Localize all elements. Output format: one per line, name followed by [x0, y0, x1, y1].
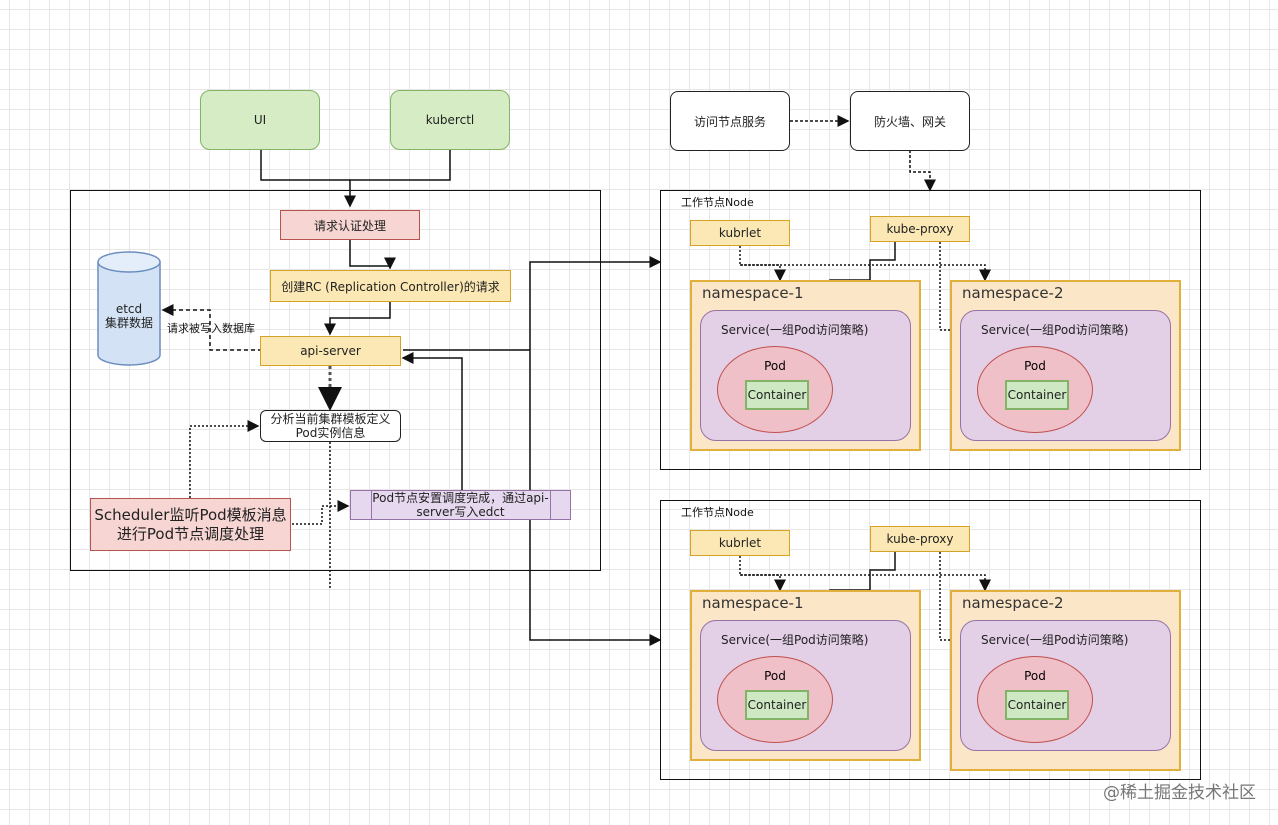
namespace-title: namespace-2 — [962, 284, 1064, 302]
master-frame — [70, 190, 601, 571]
worker-node-1: 工作节点Node — [660, 190, 1201, 470]
kube-proxy-label: kube-proxy — [886, 222, 954, 236]
container-label: Container — [747, 698, 807, 712]
namespace-title: namespace-1 — [702, 284, 804, 302]
container-box[interactable]: Container — [1005, 380, 1069, 410]
container-box[interactable]: Container — [745, 380, 809, 410]
kubelet-box[interactable]: kubrlet — [690, 220, 790, 246]
process-bar-left — [371, 491, 372, 519]
scheduler-box[interactable]: Scheduler监听Pod模板消息 进行Pod节点调度处理 — [90, 498, 291, 551]
kubectl-box[interactable]: kuberctl — [390, 90, 510, 150]
auth-label: 请求认证处理 — [313, 218, 386, 233]
container-label: Container — [747, 388, 807, 402]
firewall-box[interactable]: 防火墙、网关 — [850, 91, 970, 151]
service-title: Service(一组Pod访问策略) — [981, 323, 1129, 337]
pod-title: Pod — [764, 359, 786, 373]
api-server-box[interactable]: api-server — [260, 336, 401, 366]
kubelet-box[interactable]: kubrlet — [690, 530, 790, 556]
service-title: Service(一组Pod访问策略) — [721, 323, 869, 337]
kube-proxy-box[interactable]: kube-proxy — [870, 216, 970, 242]
kubelet-label: kubrlet — [718, 536, 762, 550]
auth-box[interactable]: 请求认证处理 — [280, 210, 420, 240]
access-service-box[interactable]: 访问节点服务 — [670, 91, 790, 151]
create-rc-box[interactable]: 创建RC (Replication Controller)的请求 — [270, 270, 511, 302]
container-box[interactable]: Container — [1005, 690, 1069, 720]
scheduler-label: Scheduler监听Pod模板消息 进行Pod节点调度处理 — [94, 505, 287, 543]
node-title: 工作节点Node — [681, 196, 754, 209]
create-rc-label: 创建RC (Replication Controller)的请求 — [281, 279, 500, 294]
pod-title: Pod — [1024, 669, 1046, 683]
kubelet-label: kubrlet — [718, 226, 762, 240]
kubectl-label: kuberctl — [425, 113, 475, 127]
analyze-label: 分析当前集群模板定义 Pod实例信息 — [270, 412, 391, 440]
firewall-label: 防火墙、网关 — [873, 114, 946, 129]
api-server-label: api-server — [300, 344, 361, 358]
pod-ellipse[interactable]: Pod — [977, 346, 1093, 433]
namespace-title: namespace-1 — [702, 594, 804, 612]
access-service-label: 访问节点服务 — [693, 114, 766, 129]
process-bar-right — [550, 491, 551, 519]
schedule-done-box[interactable]: Pod节点安置调度完成，通过api- server写入edct — [350, 490, 571, 520]
namespace-title: namespace-2 — [962, 594, 1064, 612]
container-box[interactable]: Container — [745, 690, 809, 720]
node-title: 工作节点Node — [681, 506, 754, 519]
service-title: Service(一组Pod访问策略) — [981, 633, 1129, 647]
container-label: Container — [1007, 388, 1067, 402]
container-label: Container — [1007, 698, 1067, 712]
analyze-box[interactable]: 分析当前集群模板定义 Pod实例信息 — [260, 410, 401, 442]
etcd-cylinder — [97, 251, 161, 366]
pod-ellipse[interactable]: Pod — [717, 346, 833, 433]
etcd-label: etcd 集群数据 — [104, 302, 153, 330]
kube-proxy-label: kube-proxy — [886, 532, 954, 546]
pod-title: Pod — [1024, 359, 1046, 373]
service-title: Service(一组Pod访问策略) — [721, 633, 869, 647]
worker-node-2: 工作节点Node — [660, 500, 1201, 780]
schedule-done-label: Pod节点安置调度完成，通过api- server写入edct — [372, 491, 549, 519]
pod-title: Pod — [764, 669, 786, 683]
write-db-label: 请求被写入数据库 — [167, 322, 255, 335]
ui-label: UI — [253, 113, 267, 127]
watermark: @稀土掘金技术社区 — [1103, 783, 1256, 803]
kube-proxy-box[interactable]: kube-proxy — [870, 526, 970, 552]
ui-box[interactable]: UI — [200, 90, 320, 150]
